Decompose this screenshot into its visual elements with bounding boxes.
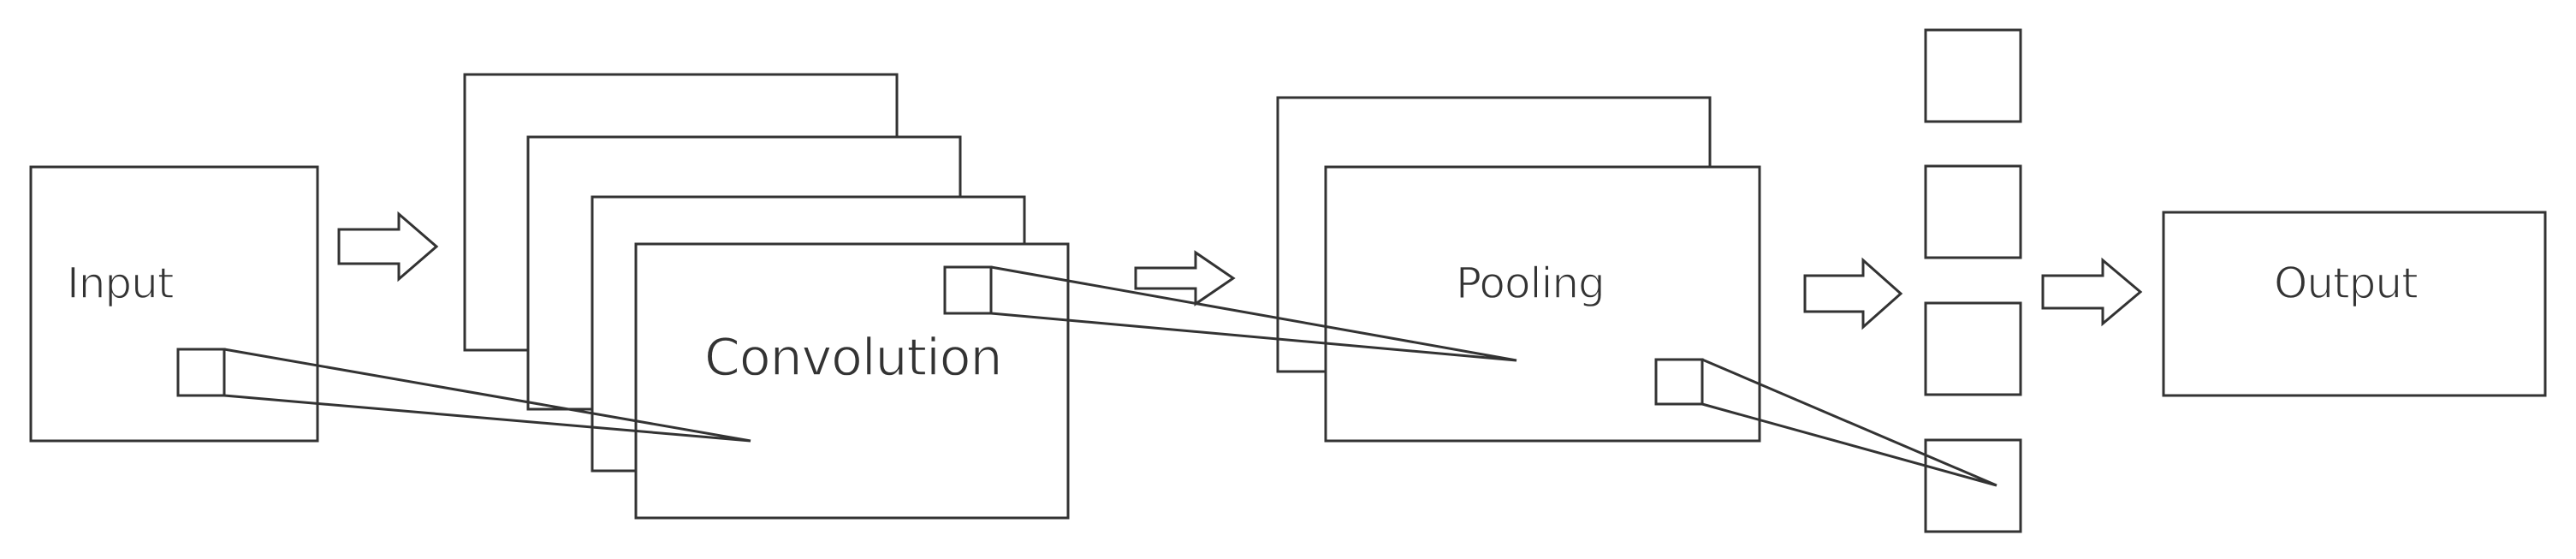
convolution-label: Convolution: [704, 328, 1001, 388]
pooling-label: Pooling: [1456, 259, 1605, 308]
fc-node-2: [1924, 164, 2022, 259]
input-box: [29, 165, 319, 443]
arrow-conv-to-pool: [1134, 250, 1236, 306]
input-label: Input: [67, 259, 174, 308]
input-kernel-box: [176, 348, 226, 397]
output-box: [2162, 211, 2547, 397]
fc-node-1: [1924, 28, 2022, 123]
conv-kernel-beam: [990, 265, 1517, 362]
arrow-fc-to-output: [2041, 257, 2143, 327]
output-stage: Output: [2162, 211, 2547, 397]
fc-node-3: [1924, 301, 2022, 396]
output-label: Output: [2274, 259, 2418, 308]
conv-feature-map-4: [634, 242, 1070, 520]
input-stage: Input: [29, 165, 319, 443]
fc-node-4: [1924, 438, 2022, 533]
input-kernel-beam: [223, 348, 751, 443]
convolution-stage: Convolution: [463, 73, 1070, 520]
pool-receptive-field: [1654, 358, 1997, 487]
conv-kernel-box: [943, 265, 993, 315]
arrow-pool-to-fc: [1803, 257, 1903, 330]
input-receptive-field: [176, 348, 751, 443]
arrow-input-to-conv: [337, 211, 439, 282]
pool-kernel-beam: [1701, 358, 1997, 487]
fully-connected-stage: [1924, 28, 2022, 533]
pool-kernel-box: [1654, 358, 1704, 406]
conv-receptive-field: [943, 265, 1517, 362]
